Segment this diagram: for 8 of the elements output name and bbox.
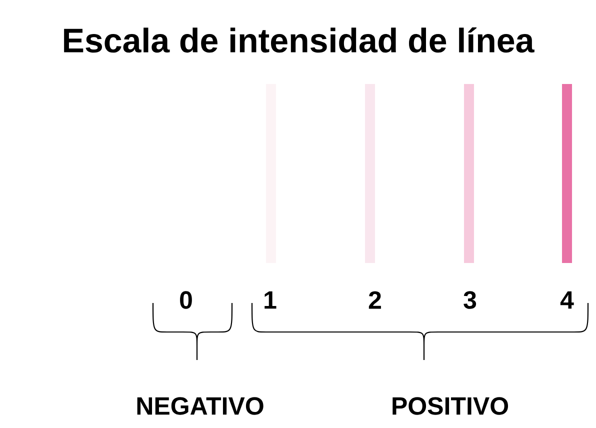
result-label: POSITIVO bbox=[392, 397, 508, 415]
scale-number: 3 bbox=[464, 291, 476, 309]
scale-number: 1 bbox=[264, 291, 276, 309]
result-label: NEGATIVO bbox=[137, 397, 264, 415]
scale-number: 0 bbox=[180, 291, 192, 309]
scale-number: 4 bbox=[560, 291, 574, 309]
title: Escala de intensidad de línea bbox=[64, 27, 534, 53]
scale-number: 2 bbox=[368, 291, 381, 309]
